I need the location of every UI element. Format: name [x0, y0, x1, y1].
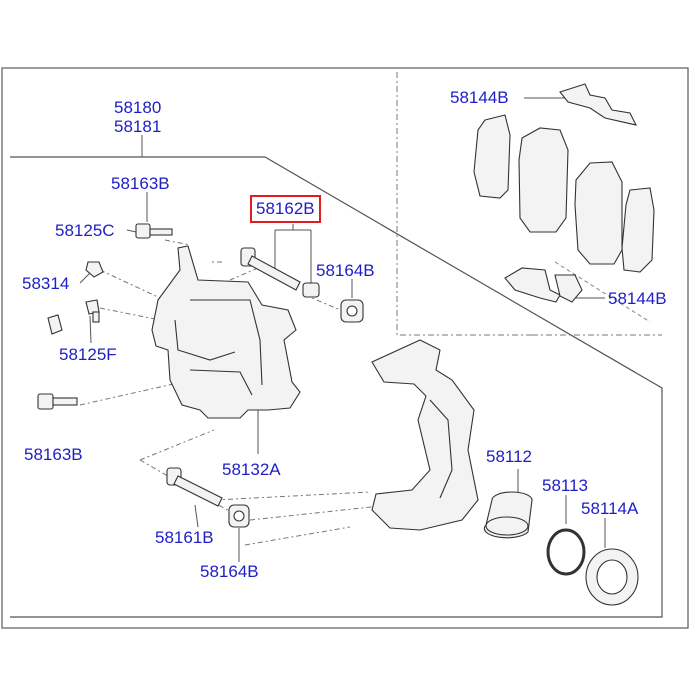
pad-area-divider	[396, 72, 662, 336]
pad-outer-drawing	[574, 161, 623, 265]
pad-clip-bottom-drawing-2	[554, 274, 583, 303]
caliper-body-drawing	[151, 245, 301, 419]
pad-inner-drawing	[518, 127, 569, 233]
carrier-bracket-drawing	[371, 339, 479, 531]
caliper-detail-3	[189, 369, 253, 396]
assembly-outline	[10, 156, 663, 618]
carrier-detail	[429, 399, 453, 499]
diagram-frame	[1, 67, 689, 629]
bleeder-screw-drawing	[85, 299, 100, 323]
label-58144b-top[interactable]: 58144B	[450, 88, 509, 107]
guide-pin-upper-drawing	[240, 247, 301, 291]
label-58161b[interactable]: 58161B	[155, 528, 214, 547]
piston-boot-drawing	[585, 548, 639, 606]
label-58163b-bottom[interactable]: 58163B	[24, 445, 83, 464]
label-58162b-highlighted[interactable]: 58162B	[250, 195, 321, 223]
bolt-top-drawing	[135, 223, 173, 239]
label-58113[interactable]: 58113	[542, 476, 589, 495]
caliper-detail-2	[174, 319, 236, 361]
label-58163b-top[interactable]: 58163B	[111, 174, 170, 193]
shim-left-drawing	[473, 114, 511, 199]
bolt-bottom-drawing	[37, 393, 78, 410]
shim-right-drawing	[621, 187, 655, 273]
pad-guide-line	[554, 261, 651, 323]
label-58144b-bottom[interactable]: 58144B	[608, 289, 667, 308]
label-58164b-lower[interactable]: 58164B	[200, 562, 259, 581]
label-58180[interactable]: 58180	[114, 98, 162, 117]
label-58181[interactable]: 58181	[114, 117, 162, 136]
part-drawings	[37, 83, 655, 606]
assembly-dashed-lines	[79, 239, 391, 546]
bleeder-clip-drawing	[85, 261, 104, 278]
label-58314[interactable]: 58314	[22, 274, 70, 293]
pad-clip-bottom-drawing	[504, 267, 561, 303]
label-58125c[interactable]: 58125C	[55, 221, 115, 240]
bleeder-small-part	[47, 314, 63, 335]
label-58112[interactable]: 58112	[486, 447, 533, 466]
sleeve-drawing	[302, 282, 320, 298]
guide-pin-lower-drawing	[166, 467, 223, 507]
pad-clip-top-drawing	[559, 83, 638, 126]
piston-seal-drawing	[546, 528, 586, 576]
label-58164b-upper[interactable]: 58164B	[316, 261, 375, 280]
caliper-detail-1	[190, 299, 263, 386]
label-58132a[interactable]: 58132A	[222, 460, 281, 479]
label-58125f[interactable]: 58125F	[59, 345, 117, 364]
label-58114a[interactable]: 58114A	[581, 499, 639, 518]
boot-lower-drawing	[228, 504, 250, 528]
piston-drawing	[483, 491, 533, 539]
boot-upper-drawing	[340, 299, 364, 323]
